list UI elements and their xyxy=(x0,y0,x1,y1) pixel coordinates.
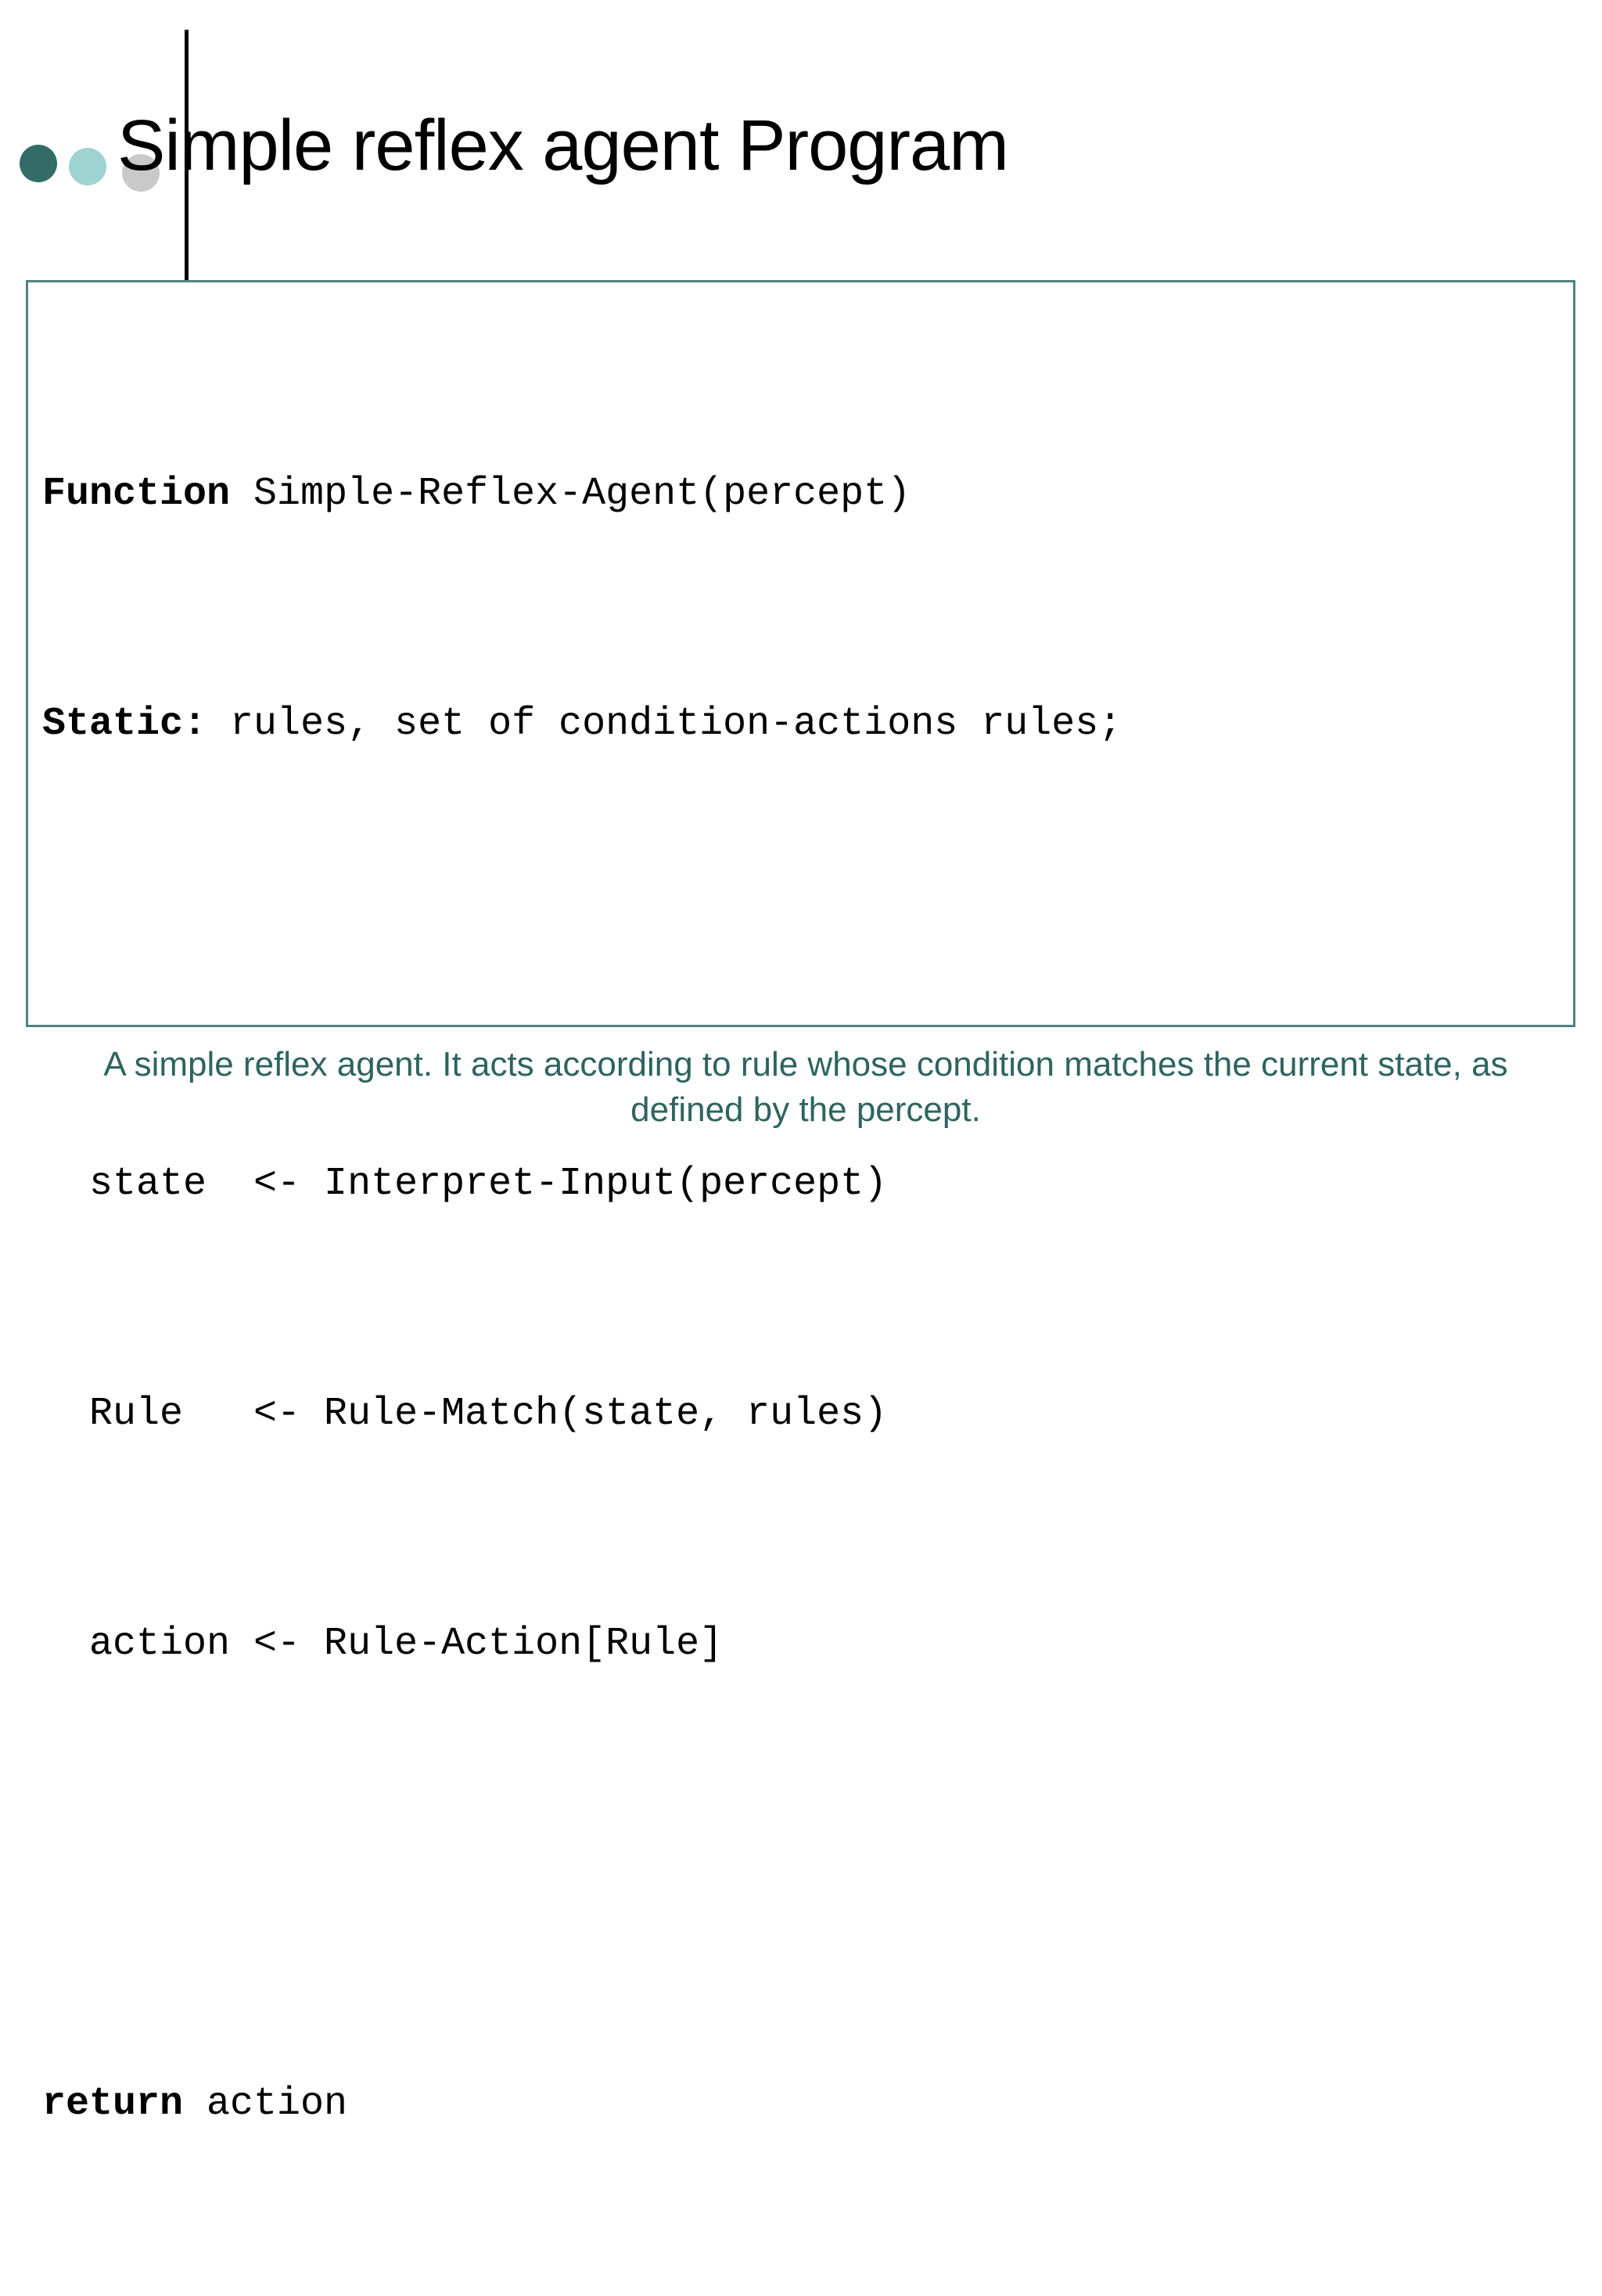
pseudocode-box: Function Simple-Reflex-Agent(percept) St… xyxy=(26,280,1575,2126)
decorative-dots-group xyxy=(20,145,192,192)
code-line: Function Simple-Reflex-Agent(percept) xyxy=(42,456,1573,533)
code-line: Static: rules, set of condition-actions … xyxy=(42,686,1573,763)
code-keyword: return xyxy=(42,2082,184,2126)
code-line: Rule <- Rule-Match(state, rules) xyxy=(42,1376,1573,1453)
pseudocode-content: Function Simple-Reflex-Agent(percept) St… xyxy=(42,303,1573,2296)
code-keyword: Static: xyxy=(42,702,207,746)
dot-light-teal-icon xyxy=(69,148,106,185)
figure-caption: A simple reflex agent. It acts according… xyxy=(103,1045,1508,1129)
code-line: return action xyxy=(42,2066,1573,2143)
code-text: action xyxy=(183,2082,348,2126)
dot-dark-teal-icon xyxy=(20,145,57,182)
code-line-blank xyxy=(42,1836,1573,1913)
slide-canvas: Simple reflex agent Program Function Sim… xyxy=(20,30,1575,2126)
code-text: rules, set of condition-actions rules; xyxy=(207,702,1122,746)
code-keyword: Function xyxy=(42,472,231,516)
code-text: Simple-Reflex-Agent(percept) xyxy=(230,472,911,516)
code-text: action <- Rule-Action[Rule] xyxy=(42,1622,724,1666)
code-line-blank xyxy=(42,916,1573,993)
code-line: action <- Rule-Action[Rule] xyxy=(42,1606,1573,1683)
page-title: Simple reflex agent Program xyxy=(117,105,1009,185)
code-line: state <- Interpret-Input(percept) xyxy=(42,1146,1573,1223)
code-text: Rule <- Rule-Match(state, rules) xyxy=(42,1392,888,1436)
vertical-divider-line xyxy=(185,30,189,288)
code-text: state <- Interpret-Input(percept) xyxy=(42,1162,888,1206)
dot-gray-icon xyxy=(122,154,160,192)
